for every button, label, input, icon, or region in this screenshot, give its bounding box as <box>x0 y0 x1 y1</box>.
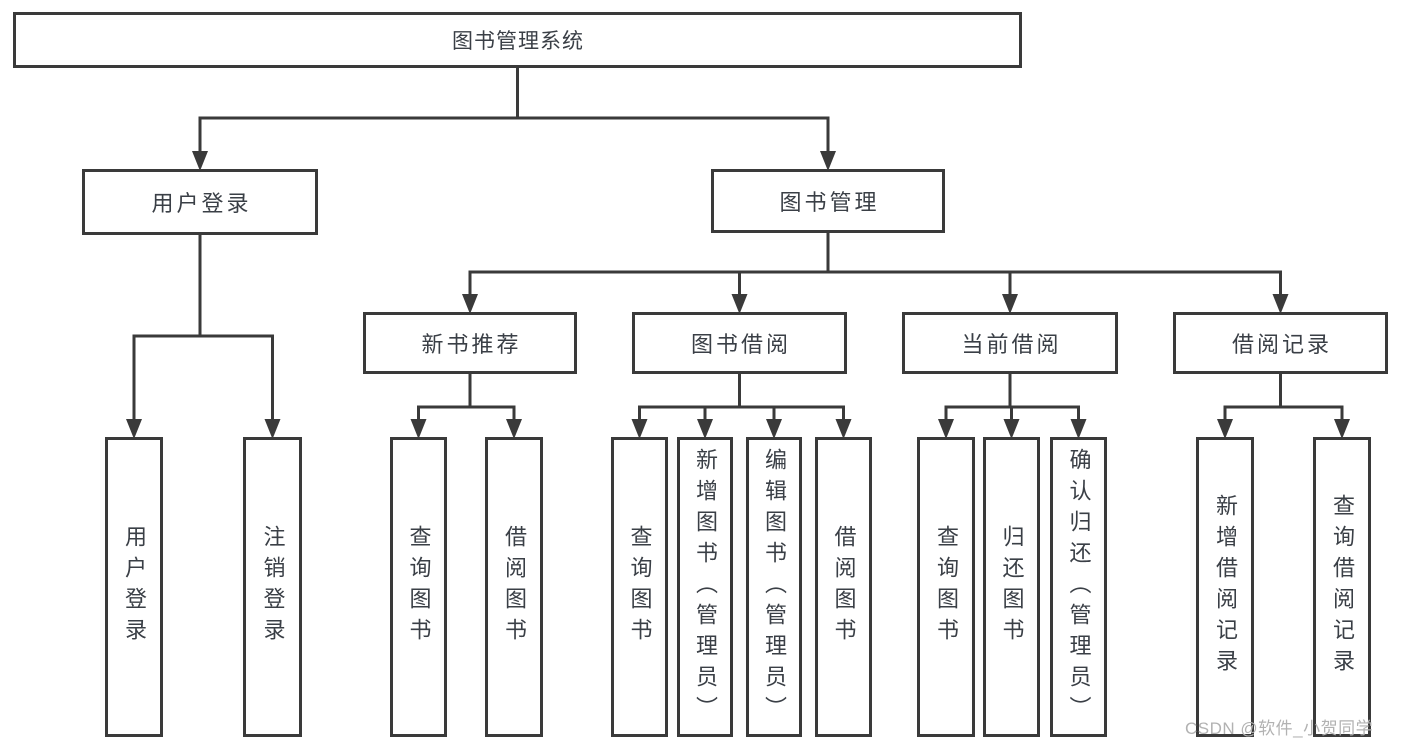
arrowhead-icon <box>506 419 522 439</box>
node-label: 图书管理 <box>779 190 880 215</box>
arrowhead-icon <box>631 419 648 439</box>
arrowhead-icon <box>731 294 748 314</box>
arrowhead-icon <box>264 419 281 439</box>
node-label: 查询图书 <box>934 525 959 649</box>
arrowhead-icon <box>697 419 713 439</box>
arrowhead-icon <box>1272 294 1289 314</box>
node-label: 查询借阅记录 <box>1330 494 1355 680</box>
arrowhead-icon <box>820 151 836 171</box>
arrowhead-icon <box>1334 419 1350 439</box>
node-cb-confirm-return: 确认归还（管理员） <box>1050 437 1107 737</box>
watermark-text: CSDN @软件_小贺同学 <box>1185 719 1374 738</box>
node-label: 归还图书 <box>999 525 1025 649</box>
node-label: 查询图书 <box>406 525 432 649</box>
node-label: 借阅图书 <box>831 525 857 649</box>
node-label: 确认归还（管理员） <box>1066 447 1092 727</box>
node-label: 当前借阅 <box>961 332 1062 357</box>
node-label: 借阅记录 <box>1231 332 1332 357</box>
node-label: 图书借阅 <box>690 332 791 357</box>
node-cb-query-book: 查询图书 <box>917 437 975 737</box>
arrowhead-icon <box>1003 419 1020 439</box>
node-root: 图书管理系统 <box>13 12 1022 68</box>
node-label: 查询图书 <box>627 525 653 649</box>
node-label: 新增图书（管理员） <box>693 447 718 727</box>
node-bb-borrow-book: 借阅图书 <box>815 437 872 737</box>
node-book-mgmt: 图书管理 <box>711 169 945 233</box>
arrowhead-icon <box>938 419 954 439</box>
node-br-add-record: 新增借阅记录 <box>1196 437 1254 737</box>
arrowhead-icon <box>835 419 852 439</box>
node-label: 借阅图书 <box>502 525 527 649</box>
node-current-borrow: 当前借阅 <box>902 312 1118 374</box>
node-cb-return-book: 归还图书 <box>983 437 1040 737</box>
node-label: 图书管理系统 <box>452 30 584 53</box>
node-book-borrow: 图书借阅 <box>632 312 847 374</box>
node-bb-edit-book: 编辑图书（管理员） <box>746 437 802 737</box>
node-label: 新书推荐 <box>421 332 522 357</box>
node-bb-query-book: 查询图书 <box>611 437 668 737</box>
node-borrow-record: 借阅记录 <box>1173 312 1388 374</box>
node-br-query-record: 查询借阅记录 <box>1313 437 1371 737</box>
arrowhead-icon <box>1070 419 1087 439</box>
node-rec-query-book: 查询图书 <box>390 437 447 737</box>
node-label: 编辑图书（管理员） <box>762 447 787 727</box>
node-bb-add-book: 新增图书（管理员） <box>677 437 733 737</box>
node-label: 新增借阅记录 <box>1213 494 1238 680</box>
node-label: 用户登录 <box>122 525 147 649</box>
arrowhead-icon <box>1217 419 1233 439</box>
node-label: 注销登录 <box>260 525 286 649</box>
arrowhead-icon <box>410 419 427 439</box>
node-v-user-login: 用户登录 <box>105 437 163 737</box>
node-new-book-rec: 新书推荐 <box>363 312 577 374</box>
arrowhead-icon <box>126 419 142 439</box>
arrowhead-icon <box>192 151 208 171</box>
arrowhead-icon <box>766 419 782 439</box>
node-user-login: 用户登录 <box>82 169 318 235</box>
node-label: 用户登录 <box>151 191 252 216</box>
node-rec-borrow-book: 借阅图书 <box>485 437 543 737</box>
arrowhead-icon <box>1002 294 1018 314</box>
node-v-logout: 注销登录 <box>243 437 302 737</box>
arrowhead-icon <box>462 294 478 314</box>
